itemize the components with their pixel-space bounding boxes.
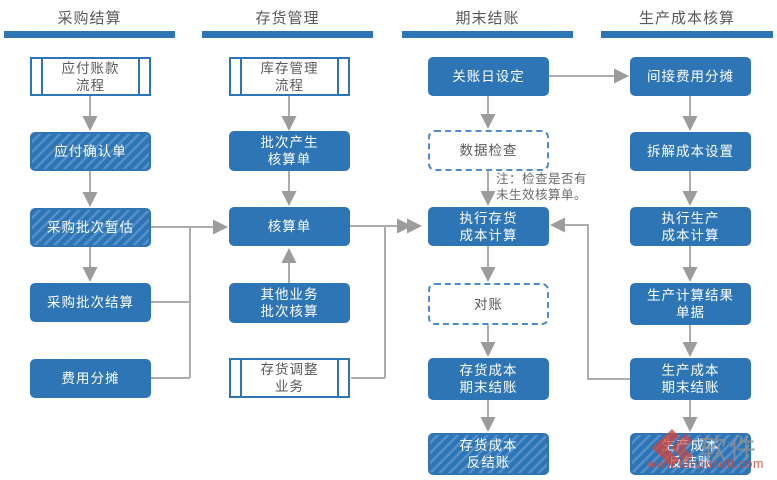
node-payable-confirm: 应付确认单 [30,132,151,171]
node-payable-flow: 应付账款 流程 [30,57,151,96]
header-underline-bar [402,31,573,38]
node-inventory-flow: 库存管理 流程 [229,57,350,96]
node-production-cost-close: 生产成本 期末结账 [630,358,751,400]
node-closing-date: 关账日设定 [428,57,549,96]
node-run-production-cost: 执行生产 成本计算 [630,207,751,246]
node-production-cost-reverse: 生产成本 反结账 [630,433,751,475]
node-inventory-cost-close: 存货成本 期末结账 [428,358,549,400]
node-split-cost-setting: 拆解成本设置 [630,132,751,171]
node-voucher: 核算单 [229,207,350,246]
node-batch-generate-voucher: 批次产生 核算单 [229,131,350,171]
node-purchase-batch-estimate: 采购批次暂估 [30,208,151,247]
node-other-biz-batch: 其他业务 批次核算 [229,283,350,323]
node-production-result-doc: 生产计算结果 单据 [630,283,751,325]
node-inventory-cost-reverse: 存货成本 反结账 [428,433,549,475]
node-indirect-allocation: 间接费用分摊 [630,57,751,96]
node-inventory-adjust: 存货调整 业务 [229,358,350,398]
column-header-production-cost: 生产成本核算 [638,10,735,27]
node-reconcile: 对账 [428,283,549,325]
header-underline-bar [601,31,773,38]
node-run-inventory-cost: 执行存货 成本计算 [428,207,549,246]
header-underline-bar [202,31,373,38]
column-header-inventory-management: 存货管理 [255,10,320,27]
data-check-note: 注：检查是否有 未生效核算单。 [496,172,588,202]
node-data-check: 数据检查 [428,130,549,171]
node-purchase-batch-settle: 采购批次结算 [30,283,151,322]
column-header-period-end-closing: 期末结账 [455,10,520,27]
node-expense-allocation: 费用分摊 [30,359,151,398]
column-header-purchase-settlement: 采购结算 [57,10,122,27]
header-underline-bar [4,31,175,38]
